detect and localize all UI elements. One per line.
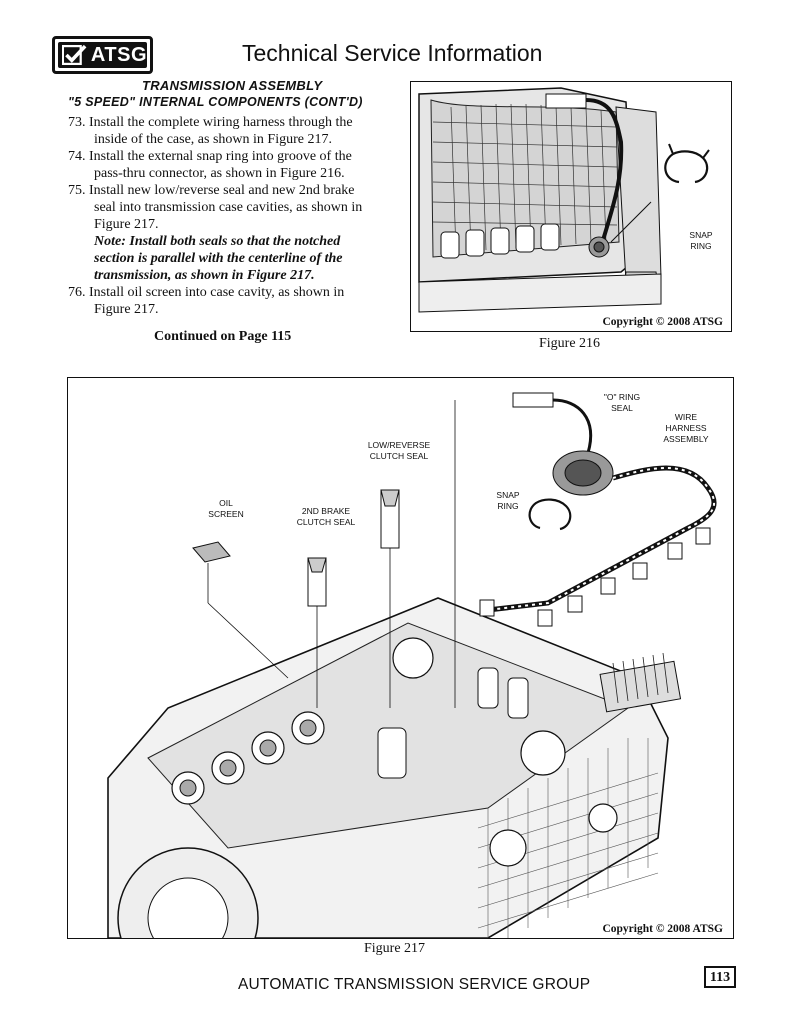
instruction-steps: 73. Install the complete wiring harness …: [68, 114, 376, 318]
continued-note: Continued on Page 115: [154, 329, 292, 344]
step-74: 74. Install the external snap ring into …: [68, 149, 352, 181]
figure-216: SNAP RING Copyright © 2008 ATSG: [410, 81, 732, 332]
step-73: 73. Install the complete wiring harness …: [68, 115, 353, 147]
page-number: 113: [704, 966, 736, 988]
figure-216-illustration: [418, 87, 710, 313]
section-title: TRANSMISSION ASSEMBLY: [142, 78, 323, 93]
logo-text: ATSG: [90, 43, 147, 66]
caption-figure-217: Figure 217: [364, 941, 426, 956]
checkmark-icon: [62, 44, 87, 66]
section-subtitle: "5 SPEED" INTERNAL COMPONENTS (CONT'D): [68, 95, 363, 109]
footer-org: AUTOMATIC TRANSMISSION SERVICE GROUP: [238, 976, 591, 993]
step-75: 75. Install new low/reverse seal and new…: [68, 183, 363, 232]
label-low-reverse-seal: LOW/REVERSE CLUTCH SEAL: [367, 440, 431, 461]
step-76: 76. Install oil screen into case cavity,…: [68, 285, 345, 317]
label-wire-harness: WIRE HARNESS ASSEMBLY: [663, 412, 709, 444]
caption-figure-216: Figure 216: [539, 336, 601, 351]
figure-217: "O" RING SEAL WIRE HARNESS ASSEMBLY LOW/…: [67, 377, 734, 939]
label-o-ring-seal: "O" RING SEAL: [603, 392, 641, 413]
label-snap-ring-216: SNAP RING: [689, 230, 713, 251]
step-note: Note: Install both seals so that the not…: [94, 234, 343, 283]
figure-217-illustration: [107, 392, 717, 938]
copyright-217: Copyright © 2008 ATSG: [602, 923, 723, 935]
label-snap-ring-217: SNAP RING: [496, 490, 520, 511]
label-2nd-brake-seal: 2ND BRAKE CLUTCH SEAL: [296, 506, 356, 527]
label-oil-screen: OIL SCREEN: [208, 498, 244, 519]
atsg-logo: ATSG: [52, 36, 153, 74]
copyright-216: Copyright © 2008 ATSG: [602, 316, 723, 328]
page-title: Technical Service Information: [242, 40, 543, 66]
